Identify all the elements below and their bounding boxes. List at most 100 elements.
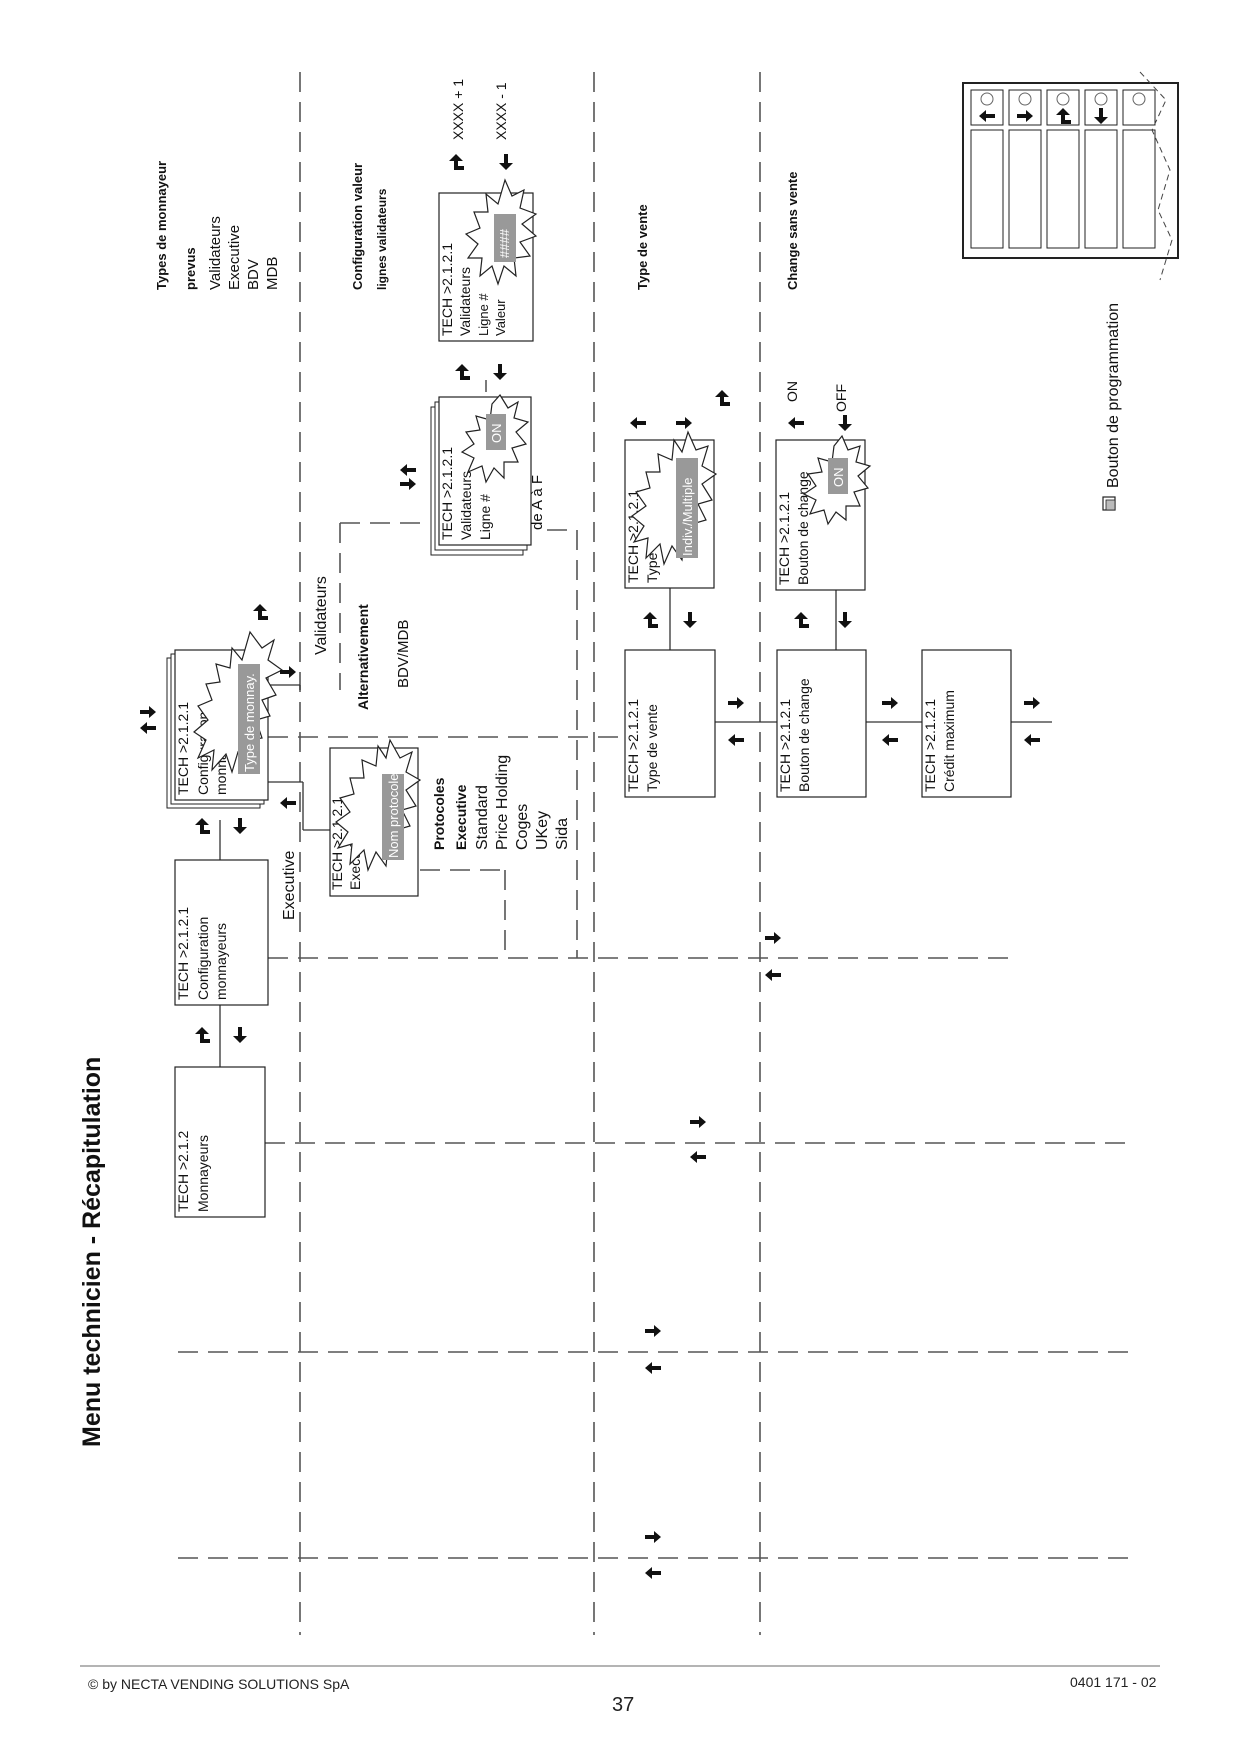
protocol-item: Sida [554,818,571,850]
arrow-left-icon [645,1567,661,1579]
change-sans-vente-heading: Change sans vente [785,172,800,291]
menu-box-bouton-change-selection: TECH >2.1.2.1 Bouton de change ON [775,434,872,591]
burst-text: Type de monnay. [242,673,257,772]
box-code: TECH >2.1.2.1 [776,492,792,585]
bdv-mdb-label: BDV/MDB [395,620,412,688]
box-code: TECH >2.1.2.1 [625,699,641,792]
prevus-subheading: prevus [183,247,198,290]
menu-box-bouton-change: TECH >2.1.2.1 Bouton de change [776,649,867,798]
arrow-up-left-icon [449,154,464,170]
burst-text: ON [489,424,504,444]
types-monnayeur-heading: Types de monnayeur [154,161,169,290]
arrow-right-icon [140,706,156,718]
arrow-up-left-icon [715,390,730,406]
arrow-down-icon [233,1027,247,1043]
box-label: Bouton de change [796,678,812,792]
monnayeur-type-executive: Executive [226,225,243,290]
off-label: OFF [833,384,849,412]
arrow-left-icon [280,797,296,809]
box-code: TECH >2.1.2 [175,1130,191,1212]
arrow-right-icon [690,1116,706,1128]
protocoles-heading: Protocoles [431,777,447,850]
box-code: TECH >2.1.2.1 [439,447,455,540]
de-a-a-f-label: de A à F [529,475,546,530]
arrow-left-icon [630,417,646,429]
box-code: TECH >2.1.2.1 [175,702,191,795]
validateurs-branch-label: Validateurs [313,576,330,655]
arrow-down-icon [493,364,507,380]
menu-box-config-monnayeurs: TECH >2.1.2.1 Configuration monnayeurs [174,859,269,1006]
arrow-right-icon [882,697,898,709]
arrow-right-icon [645,1531,661,1543]
arrow-right-icon [676,417,692,429]
protocoles-executive-heading: Executive [453,784,469,850]
box-line1: Configuration [195,917,211,1000]
box-code: TECH >2.1.2.1 [777,699,793,792]
arrow-left-icon [140,722,156,734]
box-label: Crédit maximum [941,690,957,792]
arrow-right-icon [728,697,744,709]
menu-box-monnayeurs: TECH >2.1.2 Monnayeurs [174,1066,266,1218]
box-code: TECH >2.1.2.1 [922,699,938,792]
box-line3: Valeur [493,299,508,336]
footer-copyright: © by NECTA VENDING SOLUTIONS SpA [88,1676,350,1692]
navigation-arrows [140,154,1040,1579]
menu-box-validateurs-ligne: TECH >2.1.2.1 Validateurs Ligne # ON de … [430,393,546,556]
burst-text: #### [497,228,512,258]
box-line1: Validateurs [458,471,474,540]
box-line1: Validateurs [457,267,473,336]
alternativement-label: Alternativement [355,604,371,710]
executive-branch-label: Executive [281,851,298,920]
arrow-right-icon [1024,697,1040,709]
keypad-illustration [962,71,1179,281]
protocol-item: Price Holding [494,755,511,850]
burst-text: ON [831,468,846,488]
protocol-item: Standard [474,785,491,850]
arrow-left-icon [788,417,804,429]
monnayeur-type-bdv: BDV [245,259,262,290]
box-label: Type de vente [644,704,660,792]
arrow-up-left-icon [643,612,658,628]
menu-box-executive: TECH >2.1.2.1 Executive Nom protocole [329,738,422,897]
menu-box-validateurs-valeur: TECH >2.1.2.1 Validateurs Ligne # Valeur… [438,178,538,342]
lignes-validateurs-heading: lignes validateurs [375,188,389,290]
protocol-item: Coges [514,804,531,850]
arrow-up-left-icon [455,364,470,380]
menu-box-type-vente-selection: TECH >2.1.2.1 Type de vente Indiv./Multi… [624,430,718,589]
arrow-left-icon [690,1151,706,1163]
arrow-left-icon [645,1362,661,1374]
arrow-left-icon [728,734,744,746]
page-number: 37 [612,1694,635,1716]
box-line2: Ligne # [477,494,493,540]
arrow-right-icon [400,478,416,490]
config-valeur-heading: Configuration valeur [350,163,365,290]
arrow-right-icon [645,1325,661,1337]
xxxx-plus-label: XXXX + 1 [450,79,466,140]
footer-doc-code: 0401 171 - 02 [1070,1674,1157,1690]
arrow-up-left-icon [253,604,268,620]
arrow-up-left-icon [195,818,210,834]
menu-box-credit-maximum: TECH >2.1.2.1 Crédit maximum [921,649,1012,798]
box-code: TECH >2.1.2.1 [175,907,191,1000]
programming-button-icon [1102,496,1116,511]
protocol-item: UKey [534,811,551,850]
type-de-vente-heading: Type de vente [635,204,650,290]
monnayeur-type-mdb: MDB [264,257,281,290]
arrow-right-icon [280,666,296,678]
on-label: ON [784,381,800,402]
bouton-programmation-label: Bouton de programmation [1105,303,1122,488]
arrow-up-left-icon [195,1027,210,1043]
protocoles-list: Protocoles Executive Standard Price Hold… [431,755,571,850]
xxxx-minus-label: XXXX - 1 [493,82,509,140]
burst-text: Nom protocole [386,773,401,858]
box-label: Bouton de change [795,471,811,585]
menu-box-type-vente: TECH >2.1.2.1 Type de vente [624,649,716,798]
arrow-left-icon [765,969,781,981]
monnayeur-type-validateurs: Validateurs [207,216,224,290]
box-code: TECH >2.1.2.1 [439,243,455,336]
arrow-right-icon [765,932,781,944]
arrow-left-icon [1024,734,1040,746]
box-label: Monnayeurs [195,1135,211,1212]
arrow-down-icon [838,612,852,628]
